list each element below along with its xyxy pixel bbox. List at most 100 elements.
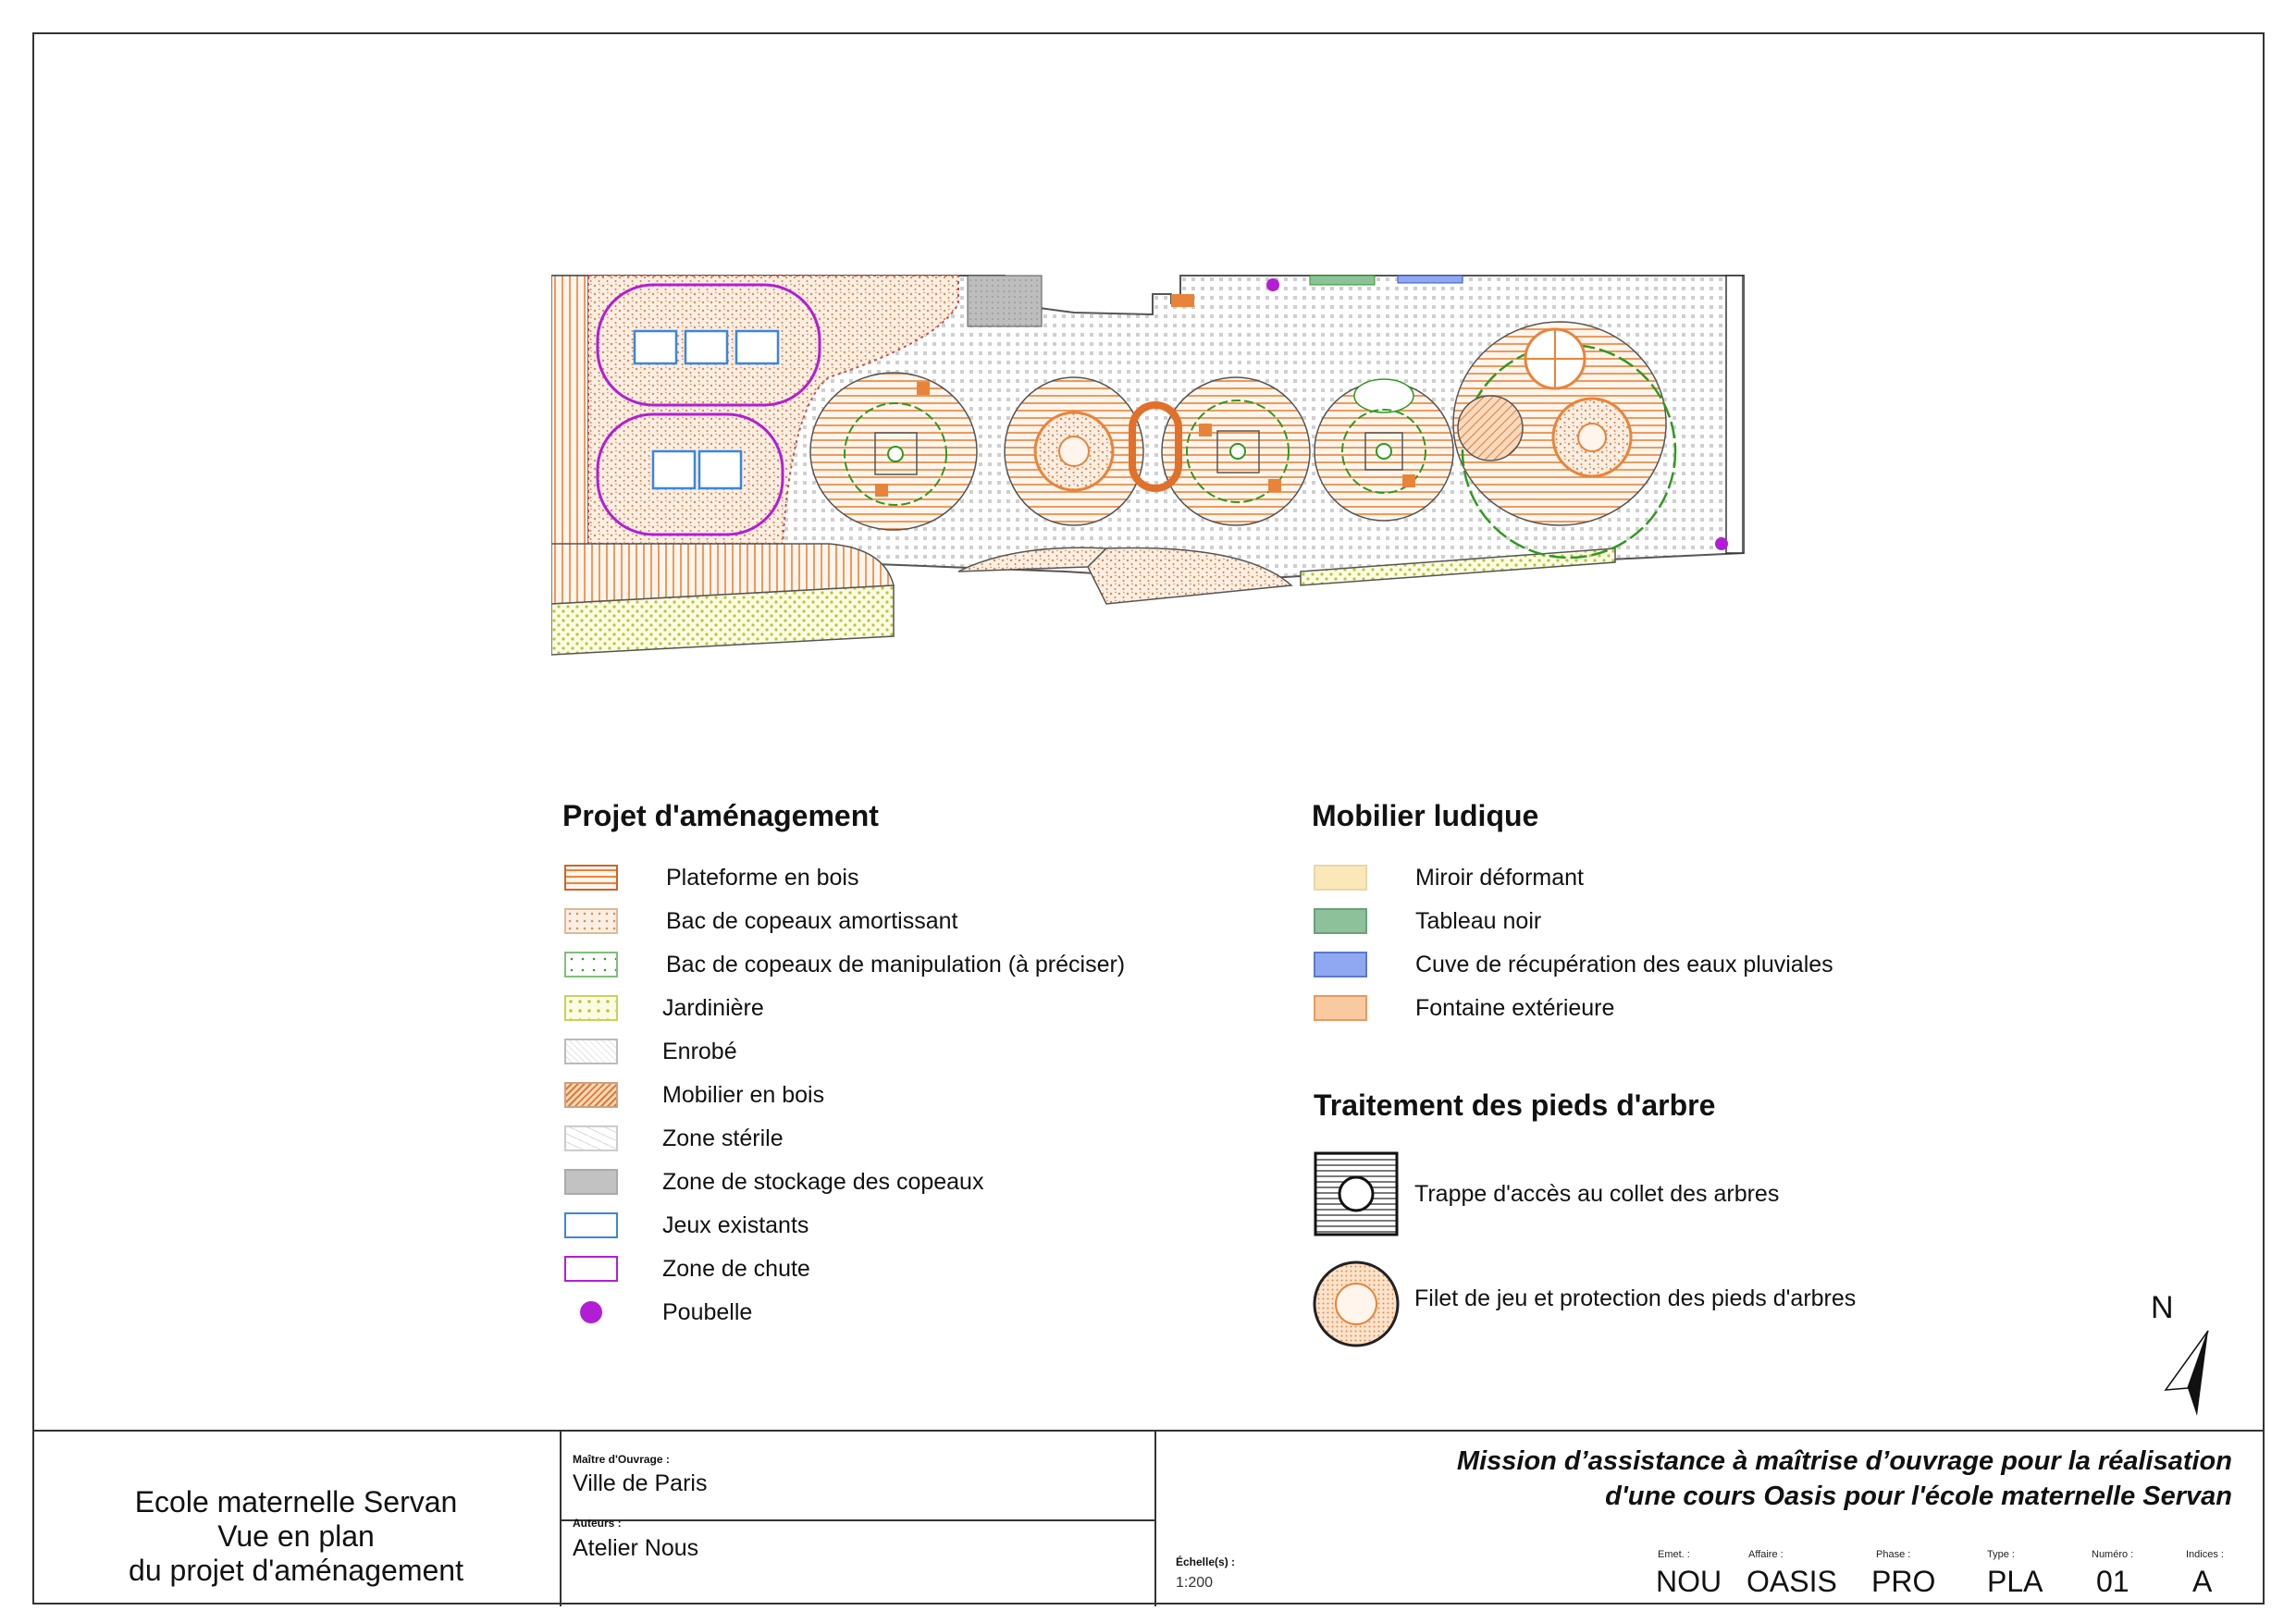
legend-label: Zone de stockage des copeaux	[662, 1168, 984, 1195]
legend-label: Enrobé	[662, 1038, 737, 1064]
tableau-noir	[1309, 275, 1376, 286]
code-label-phase: Phase :	[1876, 1549, 1911, 1560]
legend-item-enrobe: Enrobé	[564, 1033, 737, 1070]
legend-item-bac-amortissant: Bac de copeaux amortissant	[564, 903, 957, 940]
code-label-numero: Numéro :	[2092, 1549, 2134, 1560]
play-5	[697, 449, 743, 490]
fall-zone-1	[596, 283, 821, 407]
legend-item-poubelle: Poubelle	[564, 1294, 752, 1331]
legend-label: Zone stérile	[662, 1125, 784, 1151]
legend-label-filet: Filet de jeu et protection des pieds d'a…	[1414, 1285, 1857, 1311]
code-value-indice: A	[2192, 1565, 2213, 1598]
swatch-cuve	[1314, 952, 1367, 977]
code-value-type: PLA	[1987, 1565, 2043, 1598]
play-net-2-inner	[1577, 423, 1607, 452]
wood-strip-left	[551, 275, 589, 554]
legend-item-zone-chute: Zone de chute	[564, 1250, 810, 1287]
echelle-label: Échelle(s) :	[1176, 1555, 1236, 1568]
chip-strip-bottom-2	[1087, 547, 1293, 605]
wall-right	[1725, 275, 1744, 554]
site-plan	[551, 275, 1745, 656]
maitre-label: Maître d'Ouvrage :	[573, 1453, 670, 1466]
echelle-value: 1:200	[1176, 1575, 1214, 1591]
project-line-1: Ecole maternelle Servan	[134, 1485, 458, 1518]
swatch-tableau	[1314, 908, 1367, 934]
mission-line-2: d'une cours Oasis pour l'école maternell…	[1605, 1482, 2232, 1511]
mission-title: Mission d’assistance à maîtrise d’ouvrag…	[1457, 1444, 2232, 1514]
legend-item-fontaine: Fontaine extérieure	[1314, 990, 1614, 1027]
filet-symbol	[1312, 1260, 1401, 1348]
green-bac	[1353, 378, 1414, 413]
legend-item-miroir: Miroir déformant	[1314, 859, 1584, 896]
trappe-icon	[1314, 1151, 1399, 1236]
stool-2	[875, 484, 888, 497]
legend-item-zone-sterile: Zone stérile	[564, 1120, 784, 1157]
code-value-numero: 01	[2096, 1565, 2129, 1598]
legend-item-cuve: Cuve de récupération des eaux pluviales	[1314, 946, 1833, 983]
legend-mobilier-title: Mobilier ludique	[1312, 799, 1539, 832]
north-arrow-icon	[2164, 1330, 2209, 1416]
swatch-planks	[564, 865, 618, 891]
maitre-value: Ville de Paris	[573, 1470, 708, 1496]
swatch-fontaine	[1314, 995, 1367, 1021]
swatch-chips-green	[564, 952, 618, 977]
legend-label: Jeux existants	[662, 1211, 809, 1238]
swatch-sterile	[564, 1125, 618, 1151]
code-label-type: Type :	[1987, 1549, 2015, 1560]
cuve	[1397, 275, 1463, 284]
mission-line-1: Mission d’assistance à maîtrise d’ouvrag…	[1456, 1446, 2232, 1476]
stool-3	[1199, 424, 1212, 436]
legend-label: Miroir déformant	[1415, 864, 1584, 891]
stool-4	[1268, 479, 1281, 492]
tb-divider-2	[1154, 1432, 1156, 1606]
tree-collar-1	[887, 446, 904, 462]
code-value-emet: NOU	[1656, 1565, 1722, 1598]
tb-divider-h	[560, 1519, 1154, 1521]
tree-canopy-2	[1186, 400, 1290, 503]
swatch-asphalt	[564, 1039, 618, 1064]
project-line-2: Vue en plan	[217, 1519, 375, 1553]
legend-item-stockage: Zone de stockage des copeaux	[564, 1163, 983, 1200]
swatch-grey	[564, 1169, 618, 1195]
drawing-frame	[32, 32, 2265, 1605]
legend-projet-title: Projet d'aménagement	[562, 799, 879, 832]
tb-divider-1	[560, 1432, 562, 1606]
legend-label: Zone de chute	[662, 1255, 810, 1282]
north-label: N	[2151, 1290, 2174, 1325]
legend-label: Fontaine extérieure	[1415, 994, 1615, 1021]
filet-icon	[1313, 1260, 1400, 1347]
legend-item-bac-manipulation: Bac de copeaux de manipulation (à précis…	[564, 946, 1125, 983]
planter-bottom-left	[551, 584, 895, 656]
code-label-indice: Indices :	[2186, 1549, 2224, 1560]
tree-collar-2	[1229, 443, 1246, 460]
title-block: Ecole maternelle Servan Vue en plan du p…	[32, 1430, 2265, 1606]
planter-bottom-right	[1300, 547, 1616, 586]
tree-collar-3	[1376, 443, 1392, 460]
small-box	[1171, 294, 1194, 307]
legend-label: Plateforme en bois	[666, 864, 859, 891]
fall-zone-2	[596, 412, 784, 536]
swatch-diag-orange	[564, 1082, 618, 1108]
legend-label: Mobilier en bois	[662, 1081, 825, 1108]
tree-canopy-3	[1341, 409, 1426, 494]
swatch-blue-outline	[564, 1212, 618, 1238]
swatch-chips	[564, 908, 618, 934]
legend-item-mobilier-bois: Mobilier en bois	[564, 1076, 824, 1113]
legend-item-jeux-existants: Jeux existants	[564, 1207, 809, 1244]
poubelle-2	[1715, 537, 1728, 550]
swatch-miroir	[1314, 865, 1367, 891]
play-4	[651, 449, 697, 490]
legend-pieds-title: Traitement des pieds d'arbre	[1314, 1088, 1716, 1122]
poubelle-1	[1266, 278, 1279, 291]
play-2	[684, 329, 729, 365]
legend-label: Poubelle	[662, 1298, 753, 1325]
code-label-emet: Emet. :	[1658, 1549, 1690, 1560]
legend-item-jardiniere: Jardinière	[564, 990, 764, 1027]
legend-label: Tableau noir	[1415, 907, 1542, 934]
bench-loop	[1129, 401, 1182, 492]
stool-5	[1402, 474, 1415, 487]
poubelle-icon	[580, 1301, 602, 1323]
swatch-purple-outline	[564, 1256, 618, 1282]
code-value-phase: PRO	[1871, 1565, 1936, 1598]
chip-storage	[967, 275, 1043, 327]
